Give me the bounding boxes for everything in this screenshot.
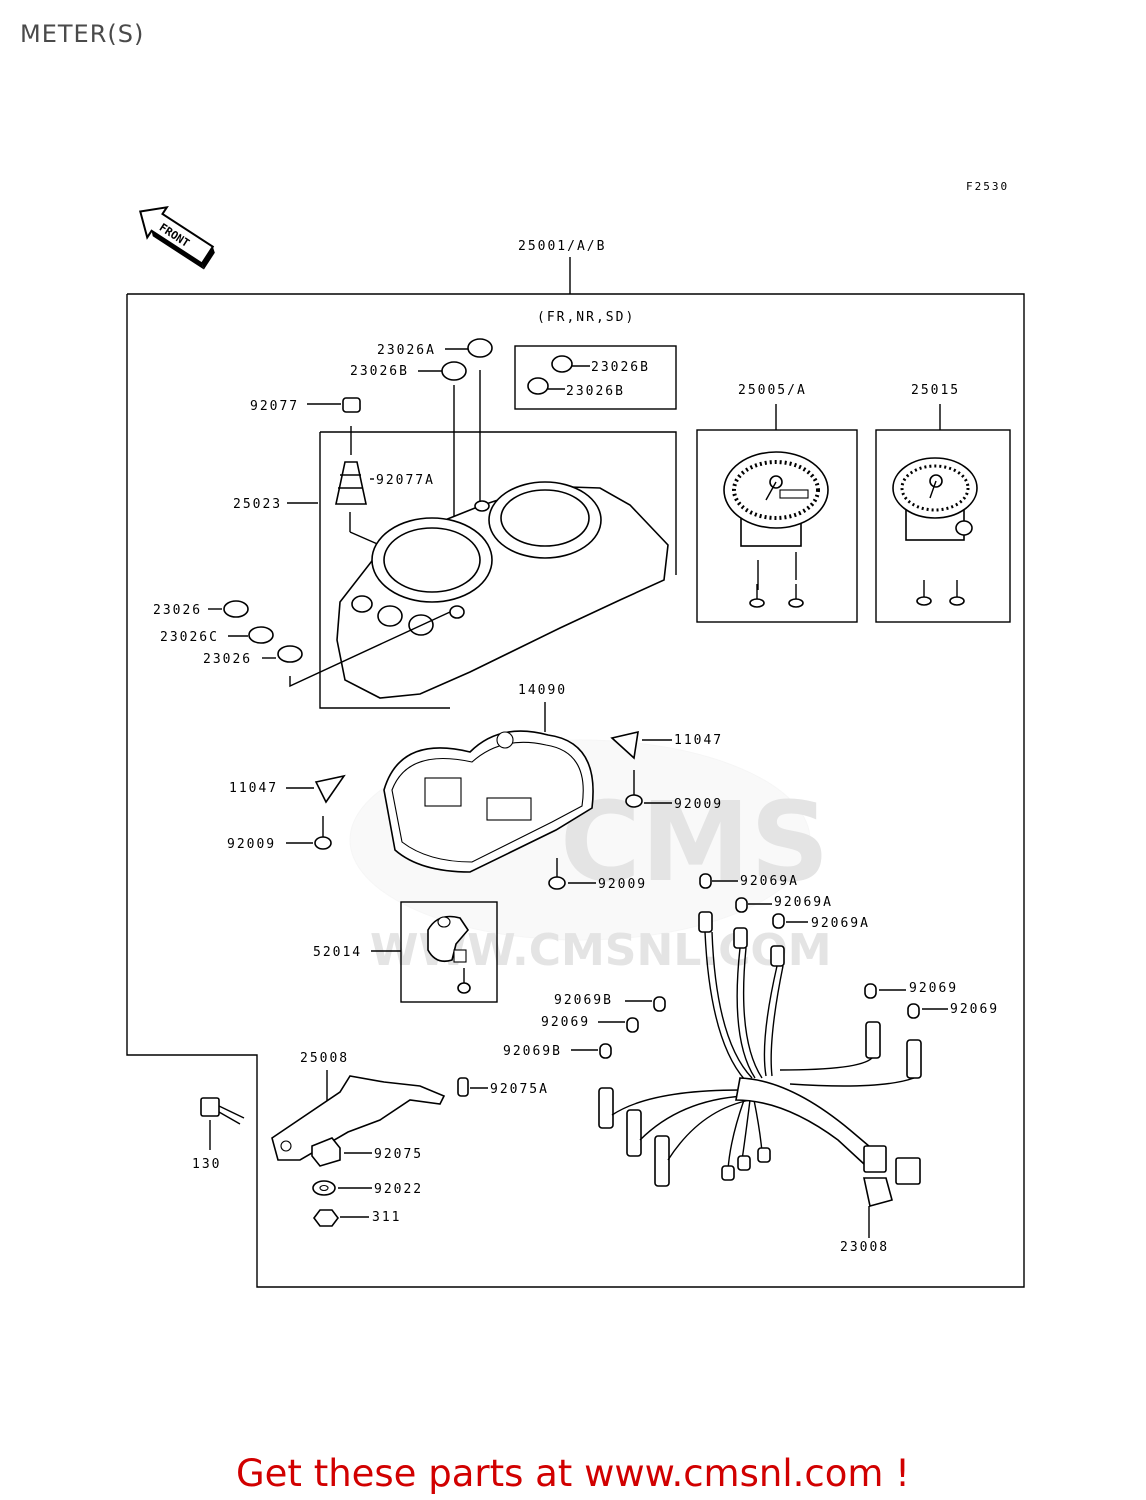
label-92022: 92022 <box>374 1182 423 1197</box>
label-92009-center: 92009 <box>598 877 647 892</box>
speedometer-box <box>696 429 858 623</box>
bolt-icon <box>200 1097 245 1125</box>
meter-case <box>383 730 594 873</box>
gear-box <box>400 901 498 1003</box>
label-92009-right: 92009 <box>674 797 723 812</box>
label-25001: 25001/A/B <box>518 239 606 254</box>
label-92069a-2: 92069A <box>774 895 833 910</box>
footer-cta[interactable]: Get these parts at www.cmsnl.com ! <box>235 1452 910 1495</box>
label-130: 130 <box>192 1157 221 1172</box>
speedometer-gear-icon <box>427 915 471 994</box>
label-23026-b: 23026 <box>203 652 252 667</box>
label-92077a: 92077A <box>376 473 435 488</box>
tachometer-icon <box>892 457 978 541</box>
label-92069a-1: 92069A <box>740 874 799 889</box>
label-92069-r2: 92069 <box>950 1002 999 1017</box>
wire-harness <box>611 931 921 1207</box>
watermark-brand: CMS <box>560 778 829 906</box>
label-variant-23026b-2: 23026B <box>566 384 625 399</box>
label-92075: 92075 <box>374 1147 423 1162</box>
label-variant-23026b-1: 23026B <box>591 360 650 375</box>
label-25005a: 25005/A <box>738 383 807 398</box>
label-14090: 14090 <box>518 683 567 698</box>
assembly-frame <box>126 293 1025 1288</box>
variant-box <box>514 345 677 410</box>
label-92075a: 92075A <box>490 1082 549 1097</box>
label-92009-left: 92009 <box>227 837 276 852</box>
label-11047-left: 11047 <box>229 781 278 796</box>
label-92069-r1: 92069 <box>909 981 958 996</box>
label-23026b: 23026B <box>350 364 409 379</box>
variant-note: (FR,NR,SD) <box>537 310 635 325</box>
page-title: METER(S) <box>20 20 145 48</box>
bulb-sockets-icon <box>598 873 922 1187</box>
label-92069a-3: 92069A <box>811 916 870 931</box>
label-11047-right: 11047 <box>674 733 723 748</box>
label-92069b-1: 92069B <box>554 993 613 1008</box>
label-25008: 25008 <box>300 1051 349 1066</box>
label-311: 311 <box>372 1210 401 1225</box>
label-23026-a: 23026 <box>153 603 202 618</box>
tachometer-screws-icon <box>916 580 965 606</box>
meter-cover <box>336 481 669 699</box>
label-92069-m: 92069 <box>541 1015 590 1030</box>
label-23008: 23008 <box>840 1240 889 1255</box>
label-92069b-2: 92069B <box>503 1044 562 1059</box>
label-23026c: 23026C <box>160 630 219 645</box>
label-92077: 92077 <box>250 399 299 414</box>
label-52014: 52014 <box>313 945 362 960</box>
front-arrow-icon: FRONT <box>139 205 215 270</box>
label-25023: 25023 <box>233 497 282 512</box>
meter-stay <box>271 1075 446 1161</box>
speedometer-screws-icon <box>749 584 804 608</box>
tachometer-box <box>875 429 1011 623</box>
speedometer-icon <box>723 451 829 590</box>
label-23026a: 23026A <box>377 343 436 358</box>
label-25015: 25015 <box>911 383 960 398</box>
diagram-code: F2530 <box>966 180 1009 193</box>
